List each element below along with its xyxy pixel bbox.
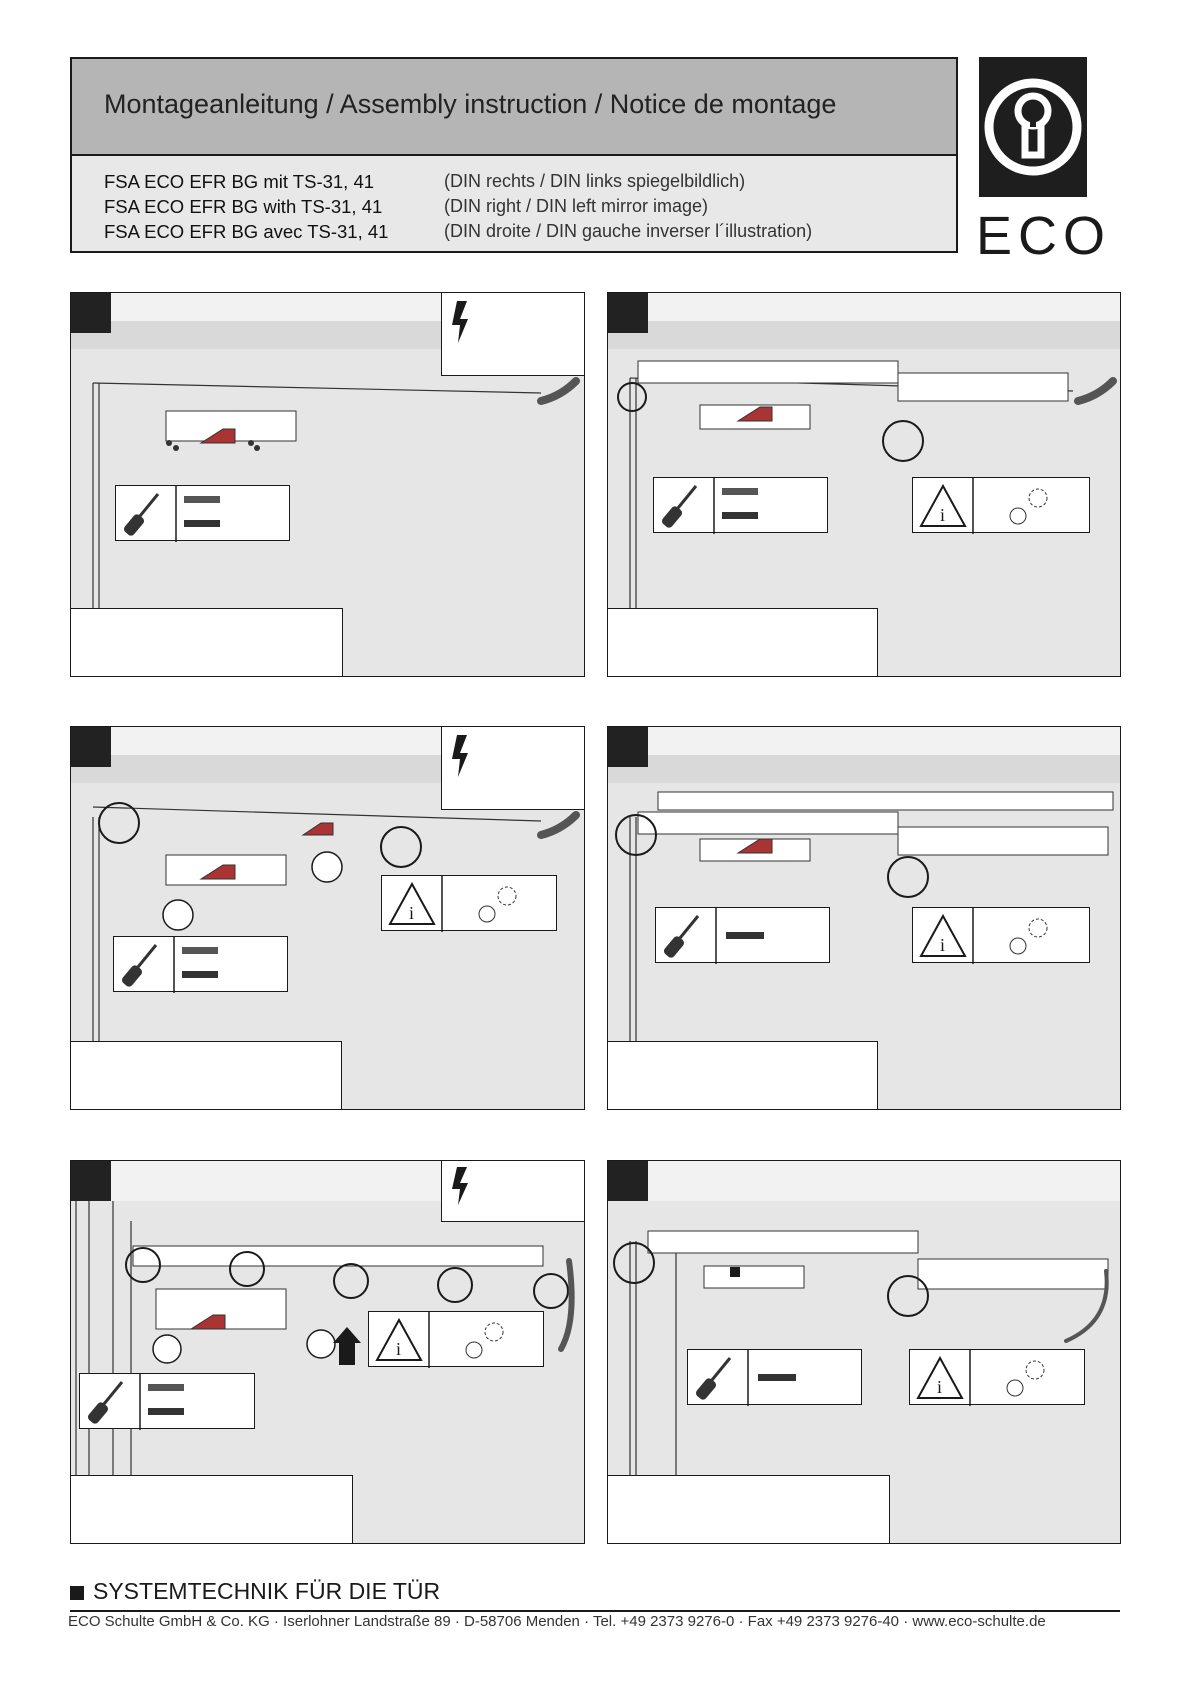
- info-triangle-icon: i: [919, 908, 1048, 964]
- info-box: i: [368, 1311, 544, 1368]
- footer-title-text: SYSTEMTECHNIK FÜR DIE TÜR: [93, 1578, 441, 1604]
- info-triangle-icon: i: [388, 876, 517, 932]
- info-box: i: [381, 875, 557, 932]
- header-box: Montageanleitung / Assembly instruction …: [70, 57, 958, 253]
- document-title: Montageanleitung / Assembly instruction …: [104, 89, 837, 119]
- step-panel-1: [70, 292, 585, 677]
- screwdriver-icon: [661, 478, 758, 534]
- screwdriver-icon: [123, 486, 220, 542]
- tool-box: [687, 1349, 862, 1406]
- header-title-band: Montageanleitung / Assembly instruction …: [72, 59, 956, 156]
- step-2-illustration: [608, 293, 1120, 676]
- svg-text:i: i: [940, 505, 945, 525]
- warning-box: [441, 727, 584, 810]
- info-triangle-icon: i: [916, 1350, 1045, 1406]
- screwdriver-icon: [121, 937, 218, 993]
- footer-address: ECO Schulte GmbH & Co. KG · Iserlohner L…: [68, 1613, 1046, 1630]
- lightning-warning-icon: [452, 1167, 468, 1205]
- step-number-badge: [71, 293, 111, 333]
- svg-text:i: i: [940, 935, 945, 955]
- step-panel-6: i: [607, 1160, 1121, 1544]
- din-note-de: (DIN rechts / DIN links spiegelbildlich): [444, 171, 746, 191]
- step-panel-3: i: [70, 726, 585, 1110]
- step-number-badge: [71, 727, 111, 767]
- svg-text:i: i: [396, 1339, 401, 1359]
- step-number-badge: [608, 727, 648, 767]
- step-text-box: [71, 1475, 353, 1543]
- svg-text:i: i: [937, 1377, 942, 1397]
- din-note-en: (DIN right / DIN left mirror image): [444, 196, 709, 216]
- svg-text:i: i: [409, 903, 414, 923]
- step-text-box: [608, 608, 878, 676]
- step-panel-5: i: [70, 1160, 585, 1544]
- product-line-de: FSA ECO EFR BG mit TS-31, 41: [104, 171, 375, 192]
- step-text-box: [608, 1041, 878, 1109]
- tool-box: [115, 485, 290, 542]
- product-line-fr: FSA ECO EFR BG avec TS-31, 41: [104, 221, 389, 242]
- info-box: i: [912, 907, 1090, 964]
- footer-divider: [70, 1610, 1120, 1612]
- din-note-fr: (DIN droite / DIN gauche inverser l´illu…: [444, 221, 813, 241]
- tool-box: [653, 477, 828, 534]
- screwdriver-icon: [87, 1374, 184, 1430]
- step-4-illustration: [608, 727, 1120, 1109]
- tool-box: [113, 936, 288, 993]
- warning-box: [441, 293, 584, 376]
- screwdriver-icon: [695, 1350, 796, 1406]
- screwdriver-icon: [663, 908, 764, 964]
- step-panel-2: i: [607, 292, 1121, 677]
- eco-logo-text: ECO: [976, 206, 1112, 266]
- lightning-warning-icon: [452, 301, 468, 343]
- info-triangle-icon: i: [375, 1312, 504, 1368]
- footer-bullet-square: [70, 1586, 84, 1600]
- eco-logo-mark: [979, 57, 1087, 197]
- info-box: i: [912, 477, 1090, 534]
- step-number-badge: [71, 1161, 111, 1201]
- product-line-en: FSA ECO EFR BG with TS-31, 41: [104, 196, 383, 217]
- step-text-box: [608, 1475, 890, 1543]
- step-text-box: [71, 1041, 342, 1109]
- step-panel-4: i: [607, 726, 1121, 1110]
- tool-box: [79, 1373, 255, 1430]
- info-box: i: [909, 1349, 1085, 1406]
- keyhole-icon: [984, 78, 1082, 176]
- warning-box: [441, 1161, 584, 1222]
- step-text-box: [71, 608, 343, 676]
- tool-box: [655, 907, 830, 964]
- step-number-badge: [608, 1161, 648, 1201]
- footer-title: SYSTEMTECHNIK FÜR DIE TÜR: [70, 1578, 440, 1605]
- step-6-illustration: [613, 1161, 1120, 1543]
- info-triangle-icon: i: [919, 478, 1048, 534]
- lightning-warning-icon: [452, 735, 468, 777]
- step-number-badge: [608, 293, 648, 333]
